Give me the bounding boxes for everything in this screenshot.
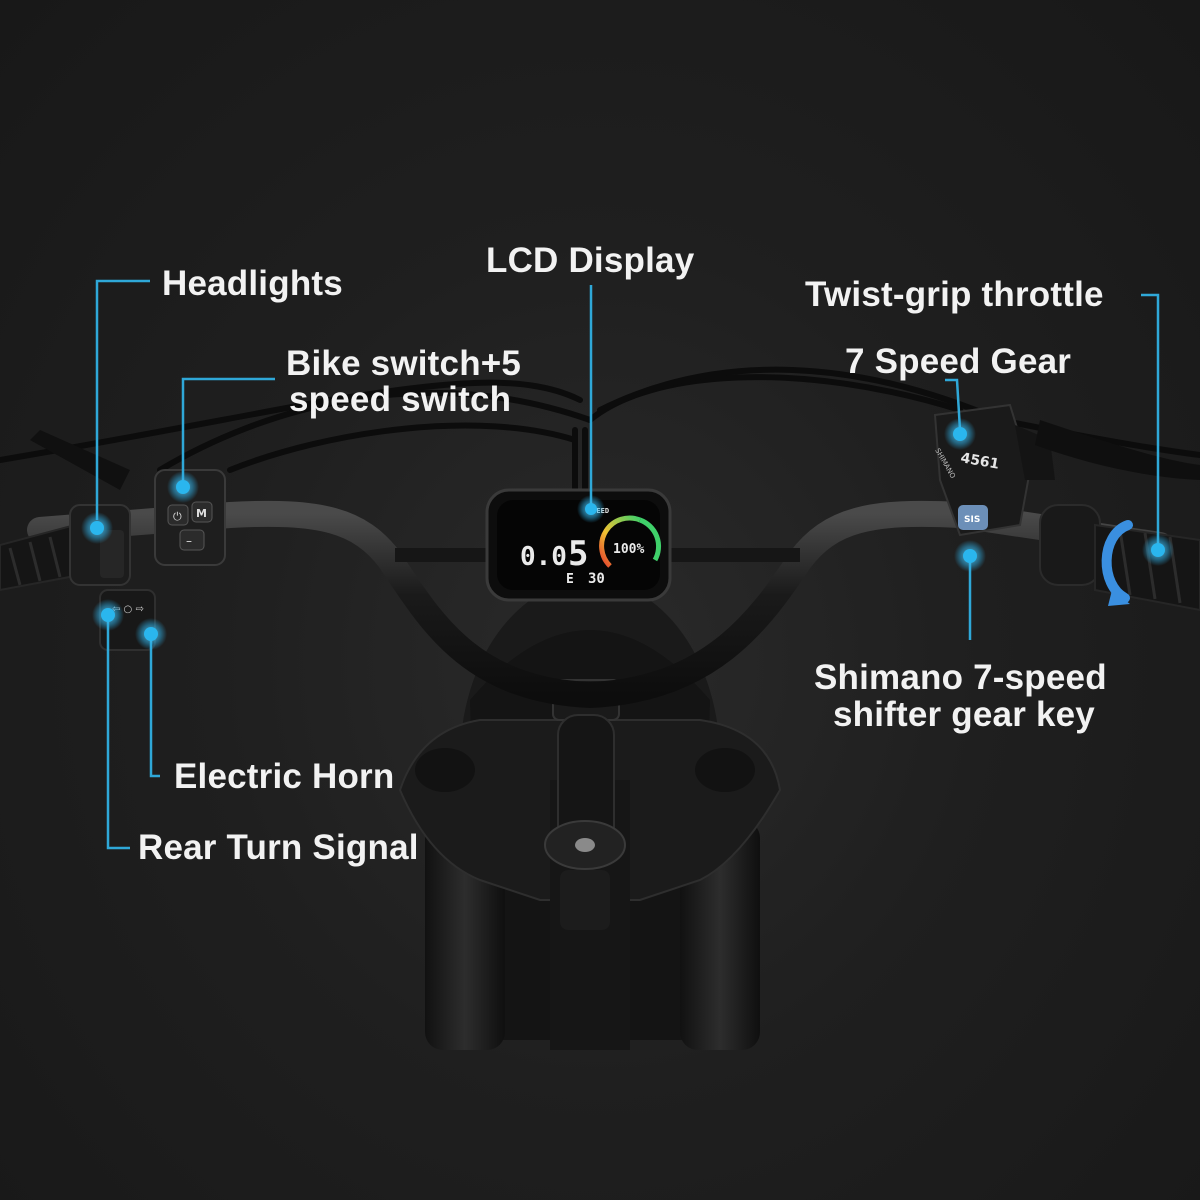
label-lcd-display: LCD Display [486,241,695,280]
lcd-speed: 0.0 [520,542,567,572]
svg-text:⇦ ○ ⇨: ⇦ ○ ⇨ [112,604,144,615]
callout-lines [95,279,1160,850]
horn-marker [135,618,167,650]
left-brake-lever [30,430,130,490]
turn-signal-marker [92,599,124,631]
lcd-assist-level: 5 [568,534,588,574]
svg-text:M: M [196,507,207,520]
bike-switch-marker [167,471,199,503]
label-headlights: Headlights [162,264,343,303]
shifter-logo: SIS [964,515,980,525]
lcd-odometer-prefix: E [566,572,574,587]
left-grip [0,523,82,592]
lcd-marker [577,495,605,523]
callout-markers [81,418,1174,650]
label-electric-horn: Electric Horn [174,757,395,796]
brake-cables [0,366,1200,513]
twist-grip-throttle [1039,504,1200,612]
lcd-odometer: 30 [588,571,605,587]
label-shimano-line2: shifter gear key [833,695,1095,734]
lcd-display: 0.0 5 100% E 30 SPEED [485,488,672,602]
label-bike-switch-line2: speed switch [289,380,512,419]
throttle-marker [1142,534,1174,566]
svg-text:–: – [186,534,192,548]
label-rear-turn-signal: Rear Turn Signal [138,828,419,867]
shifter-gear-numbers: 4561 [959,450,1000,473]
seven-speed-marker [944,418,976,450]
headlights-marker [81,512,113,544]
label-twist-grip-throttle: Twist-grip throttle [805,275,1104,314]
shifter-key-marker [954,540,986,572]
lcd-battery: 100% [613,542,644,557]
label-shimano-line1: Shimano 7-speed [814,658,1107,697]
svg-text:⏻: ⏻ [173,510,182,523]
label-seven-speed-gear: 7 Speed Gear [845,342,1072,381]
label-bike-switch-line1: Bike switch+5 [286,344,522,383]
